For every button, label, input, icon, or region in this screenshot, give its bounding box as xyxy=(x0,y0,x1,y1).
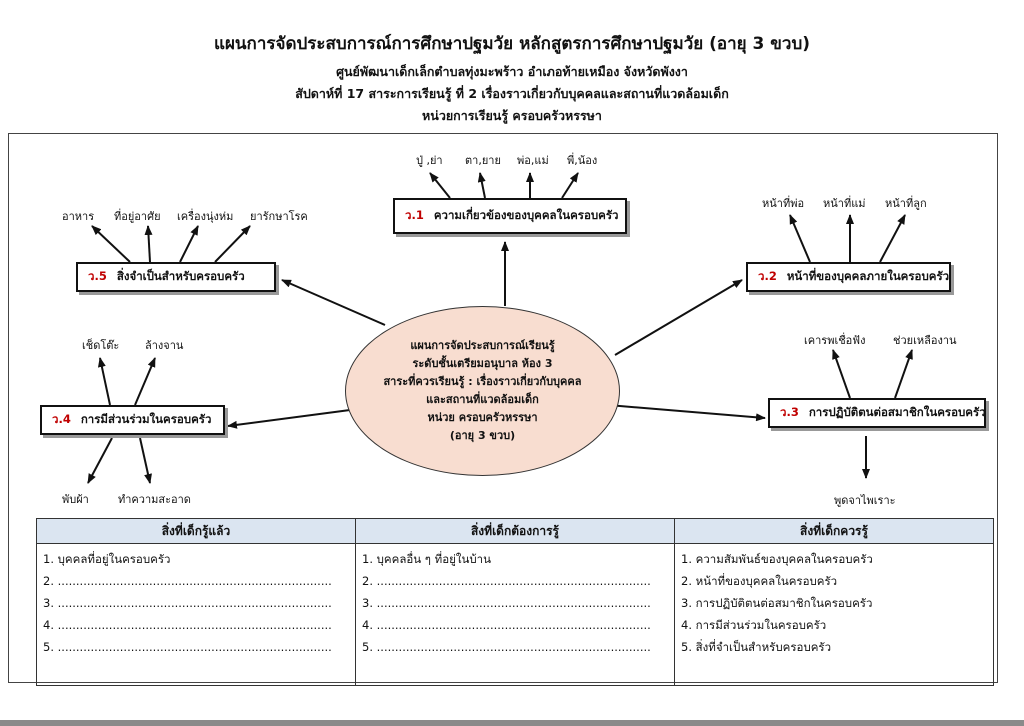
column-header: สิ่งที่เด็กรู้แล้ว xyxy=(36,518,356,544)
topic-5-box: ว.5 สิ่งจำเป็นสำหรับครอบครัว xyxy=(76,262,276,292)
list-item: 2. .....................................… xyxy=(362,574,651,588)
topic-code: ว.5 xyxy=(88,269,107,283)
t4-item: พับผ้า xyxy=(62,493,89,506)
center-line: (อายุ 3 ขวบ) xyxy=(449,429,516,442)
subtitle-week: สัปดาห์ที่ 17 สาระการเรียนรู้ ที่ 2 เรื่… xyxy=(295,86,729,101)
list-item: 4. .....................................… xyxy=(362,618,651,632)
topic-label: สิ่งจำเป็นสำหรับครอบครัว xyxy=(116,269,245,283)
topic-label: ความเกี่ยวข้องของบุคคลในครอบครัว xyxy=(433,208,619,222)
t1-item: ปู่ ,ย่า xyxy=(416,154,443,167)
table-cell: 1. บุคคลอื่น ๆ ที่อยู่ในบ้าน 2. ........… xyxy=(355,543,675,686)
topic-3-box: ว.3 การปฏิบัติตนต่อสมาชิกในครอบครัว xyxy=(768,398,986,428)
t5-item: อาหาร xyxy=(62,210,95,223)
center-line: หน่วย ครอบครัวหรรษา xyxy=(427,411,538,424)
column-header: สิ่งที่เด็กควรรู้ xyxy=(674,518,994,544)
topic-label: การปฏิบัติตนต่อสมาชิกในครอบครัว xyxy=(808,405,986,419)
column-header: สิ่งที่เด็กต้องการรู้ xyxy=(355,518,675,544)
topic-label: การมีส่วนร่วมในครอบครัว xyxy=(80,412,212,426)
topic-4-box: ว.4 การมีส่วนร่วมในครอบครัว xyxy=(40,405,225,435)
subtitle-center: ศูนย์พัฒนาเด็กเล็กตำบลทุ่งมะพร้าว อำเภอท… xyxy=(336,64,688,79)
list-item: 1. ความสัมพันธ์ของบุคคลในครอบครัว xyxy=(681,552,873,566)
bottom-divider xyxy=(0,720,1024,726)
t2-item: หน้าที่พ่อ xyxy=(762,197,805,210)
t1-item: พ่อ,แม่ xyxy=(517,154,549,167)
topic-code: ว.3 xyxy=(780,405,799,419)
topic-code: ว.1 xyxy=(405,208,424,222)
center-line: แผนการจัดประสบการณ์เรียนรู้ xyxy=(410,339,555,352)
list-item: 5. สิ่งที่จำเป็นสำหรับครอบครัว xyxy=(681,640,832,654)
page-title: แผนการจัดประสบการณ์การศึกษาปฐมวัย หลักสู… xyxy=(213,34,811,54)
t4-item: ทำความสะอาด xyxy=(118,493,191,506)
table-cell: 1. บุคคลที่อยู่ในครอบครัว 2. ...........… xyxy=(36,543,356,686)
list-item: 1. บุคคลที่อยู่ในครอบครัว xyxy=(43,552,171,566)
list-item: 3. .....................................… xyxy=(362,596,651,610)
table-cell: 1. ความสัมพันธ์ของบุคคลในครอบครัว 2. หน้… xyxy=(674,543,994,686)
topic-label: หน้าที่ของบุคคลภายในครอบครัว xyxy=(786,269,950,283)
center-line: สาระที่ควรเรียนรู้ : เรื่องราวเกี่ยวกับบ… xyxy=(383,375,582,388)
t3-item: พูดจาไพเราะ xyxy=(834,494,896,507)
list-item: 3. การปฏิบัติตนต่อสมาชิกในครอบครัว xyxy=(681,596,873,610)
list-item: 3. .....................................… xyxy=(43,596,332,610)
t2-item: หน้าที่ลูก xyxy=(885,197,927,210)
t4-item: ล้างจาน xyxy=(145,339,184,352)
list-item: 5. .....................................… xyxy=(362,640,651,654)
center-line: ระดับชั้นเตรียมอนุบาล ห้อง 3 xyxy=(412,357,553,370)
t5-item: ที่อยู่อาศัย xyxy=(114,210,161,223)
list-item: 4. .....................................… xyxy=(43,618,332,632)
t4-item: เช็ดโต๊ะ xyxy=(82,339,120,352)
list-item: 1. บุคคลอื่น ๆ ที่อยู่ในบ้าน xyxy=(362,552,491,566)
center-ellipse: แผนการจัดประสบการณ์เรียนรู้ ระดับชั้นเตร… xyxy=(345,306,620,476)
topic-2-box: ว.2 หน้าที่ของบุคคลภายในครอบครัว xyxy=(746,262,951,292)
t2-item: หน้าที่แม่ xyxy=(823,197,866,210)
list-item: 5. .....................................… xyxy=(43,640,332,654)
t1-item: พี่,น้อง xyxy=(567,154,598,167)
t5-item: ยารักษาโรค xyxy=(250,210,308,223)
list-item: 4. การมีส่วนร่วมในครอบครัว xyxy=(681,618,827,632)
topic-1-box: ว.1 ความเกี่ยวข้องของบุคคลในครอบครัว xyxy=(393,198,627,234)
list-item: 2. หน้าที่ของบุคคลในครอบครัว xyxy=(681,574,838,588)
center-line: และสถานที่แวดล้อมเด็ก xyxy=(426,393,539,406)
t5-item: เครื่องนุ่งห่ม xyxy=(177,210,234,223)
knowledge-table: สิ่งที่เด็กรู้แล้ว สิ่งที่เด็กต้องการรู้… xyxy=(36,518,994,686)
topic-code: ว.4 xyxy=(52,412,71,426)
list-item: 2. .....................................… xyxy=(43,574,332,588)
t1-item: ตา,ยาย xyxy=(465,154,501,167)
t3-item: ช่วยเหลืองาน xyxy=(893,334,957,347)
topic-code: ว.2 xyxy=(758,269,777,283)
t3-item: เคารพเชื่อฟัง xyxy=(804,334,866,347)
subtitle-unit: หน่วยการเรียนรู้ ครอบครัวหรรษา xyxy=(422,108,602,123)
